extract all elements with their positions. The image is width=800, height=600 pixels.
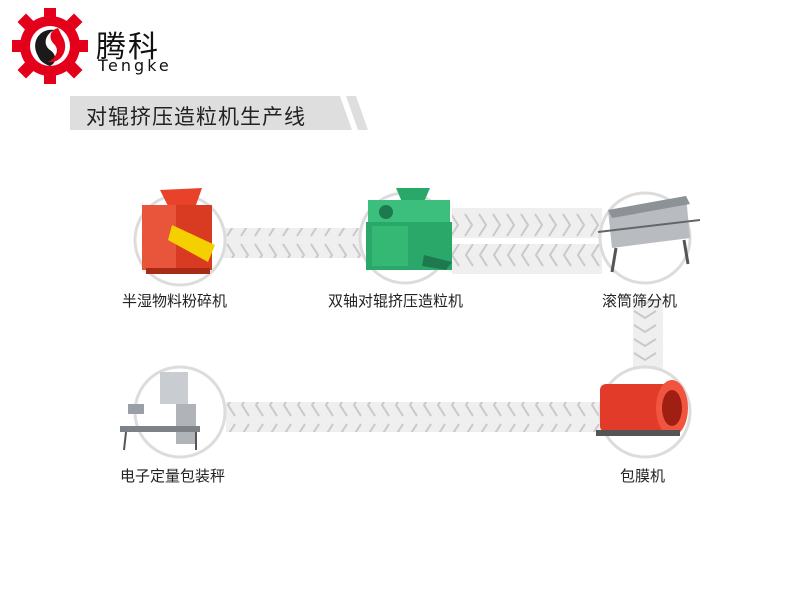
connector-granulator-to-screener (452, 208, 602, 238)
gear-logo-icon (12, 8, 88, 84)
page-title: 对辊挤压造粒机生产线 (86, 105, 306, 129)
connector-screener-to-coating (633, 300, 663, 372)
title-banner (70, 96, 368, 130)
drum-screener-icon (597, 196, 701, 273)
label-packing-scale: 电子定量包装秤 (120, 467, 226, 485)
brand-name-en: Tengke (98, 56, 172, 75)
label-drum-screener: 滚筒筛分机 (602, 292, 678, 310)
label-coating-machine: 包膜机 (620, 467, 666, 485)
brand-name-cn: 腾科 (96, 30, 160, 65)
connector-crusher-to-granulator (222, 228, 362, 258)
packing-scale-icon (120, 372, 200, 451)
connector-screener-return (452, 244, 602, 274)
roller-granulator-icon (366, 188, 452, 270)
coating-machine-icon (596, 380, 688, 436)
label-crusher: 半湿物料粉碎机 (122, 292, 228, 310)
connector-coating-to-packing (226, 402, 606, 432)
logo (12, 8, 88, 84)
crusher-icon (142, 188, 215, 274)
label-roller-granulator: 双轴对辊挤压造粒机 (328, 292, 464, 310)
